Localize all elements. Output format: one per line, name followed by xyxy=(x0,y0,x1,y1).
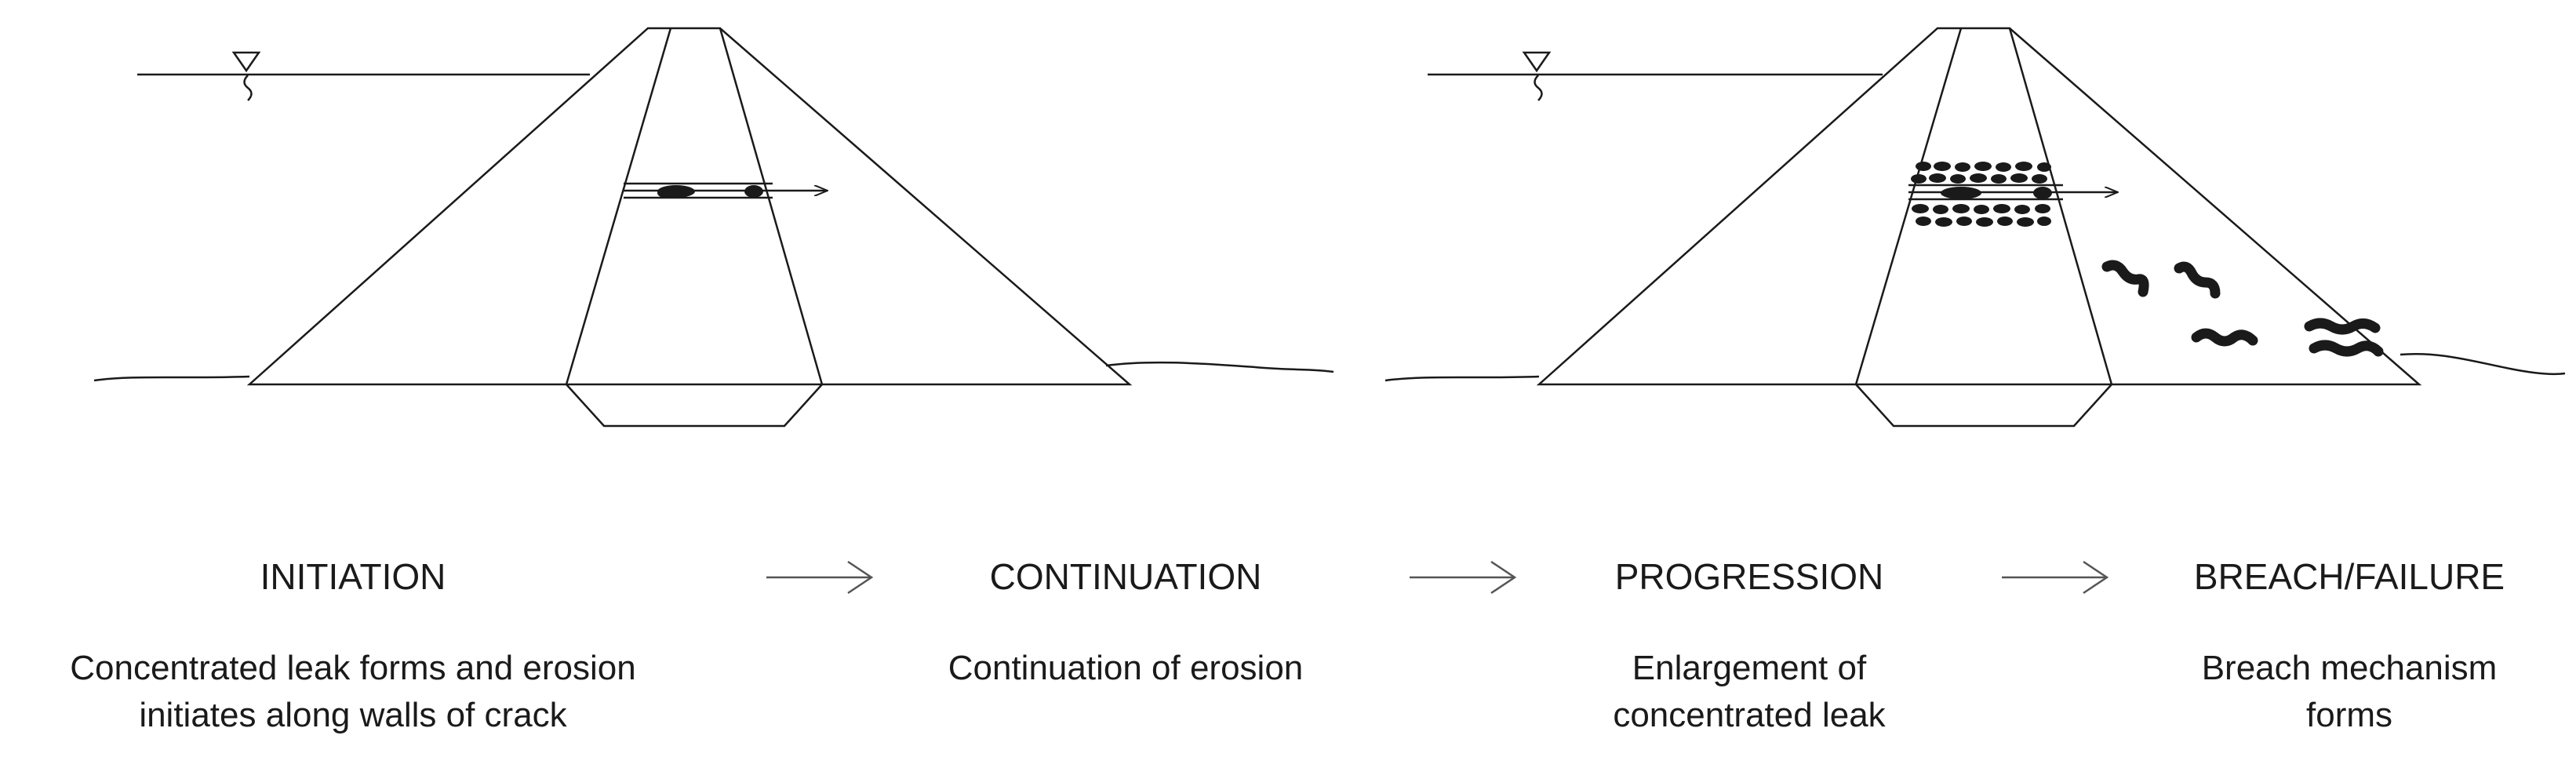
foundation-ground-right xyxy=(2400,353,2566,375)
description-line: Concentrated leak forms and erosion xyxy=(70,649,636,687)
leak-path xyxy=(1908,184,2118,201)
water-level-triangle-icon xyxy=(1522,51,1552,101)
foundation-ground-left xyxy=(93,375,250,382)
description-line: forms xyxy=(2306,696,2392,734)
dam-core xyxy=(1854,27,2113,428)
dam-panel-progression xyxy=(1384,27,2566,428)
water-level-triangle-icon xyxy=(231,51,261,101)
dam-panel-initiation xyxy=(93,27,1334,428)
stage-description-progression: Enlargement of concentrated leak xyxy=(1514,645,1985,739)
foundation-ground-left xyxy=(1384,375,1540,382)
downstream-erosion-marks xyxy=(2101,260,2384,357)
dam-core xyxy=(565,27,824,428)
stage-title-initiation: INITIATION xyxy=(260,556,446,597)
foundation-ground-right xyxy=(1105,361,1334,373)
description-line: Breach mechanism xyxy=(2201,649,2498,687)
description-line: initiates along walls of crack xyxy=(139,696,567,734)
stage-description-breach-failure: Breach mechanism forms xyxy=(2153,645,2545,739)
stage-title-continuation: CONTINUATION xyxy=(989,556,1262,597)
description-line: Enlargement of xyxy=(1632,649,1867,687)
flow-arrow-icon xyxy=(1410,560,1517,595)
stage-description-continuation: Continuation of erosion xyxy=(851,645,1400,692)
flow-arrow-icon xyxy=(766,560,874,595)
flow-arrow-icon xyxy=(2002,560,2109,595)
eroded-soil-particles xyxy=(1911,162,2052,227)
dam-embankment xyxy=(246,27,1133,386)
description-line: Continuation of erosion xyxy=(948,649,1304,687)
stage-description-initiation: Concentrated leak forms and erosion init… xyxy=(0,645,706,739)
leak-path xyxy=(624,182,828,199)
eroded-soil-particles xyxy=(657,185,763,198)
stage-title-breach-failure: BREACH/FAILURE xyxy=(2193,556,2505,597)
description-line: concentrated leak xyxy=(1613,696,1886,734)
stage-title-progression: PROGRESSION xyxy=(1614,556,1884,597)
